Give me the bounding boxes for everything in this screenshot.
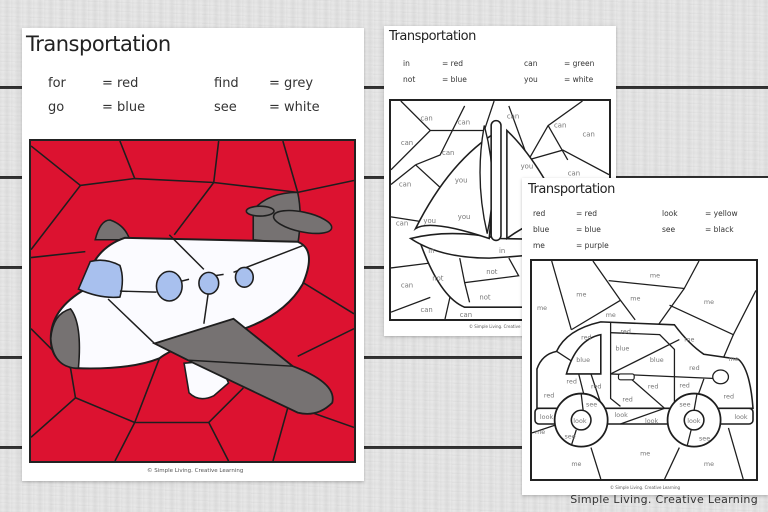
worksheet-airplane: Transportation for = red go = blue find … (22, 28, 364, 481)
copyright-text: © Simple Living. Creative Learning (147, 468, 244, 474)
region-word: see (679, 400, 690, 408)
key-color: = red (576, 209, 597, 218)
region-word: look (573, 417, 587, 425)
region-word: me (537, 304, 547, 312)
key-color: = blue (576, 225, 601, 234)
region-word: red (724, 392, 734, 400)
region-word: blue (616, 344, 630, 352)
key-word: you (524, 75, 538, 84)
region-word: me (650, 272, 660, 280)
region-word: in (499, 247, 505, 255)
key-word: look (662, 209, 678, 218)
region-word: me (606, 311, 616, 319)
key-word: for (48, 76, 66, 91)
region-word: can (507, 113, 519, 121)
region-word: red (591, 383, 601, 391)
region-word: red (620, 328, 630, 336)
key-word: find (214, 76, 239, 91)
region-word: blue (576, 356, 590, 364)
region-word: can (442, 149, 454, 157)
region-word: look (687, 417, 701, 425)
worksheet-title: Transportation (389, 29, 476, 44)
region-word: not (432, 275, 444, 283)
region-word: can (568, 170, 580, 178)
car-picture: me me me me me me me me red red blue blu… (530, 259, 758, 481)
region-word: me (630, 294, 640, 302)
region-word: not (479, 293, 491, 301)
car-illustration: me me me me me me me me red red blue blu… (532, 261, 756, 479)
worksheet-title: Transportation (528, 182, 615, 197)
region-word: red (648, 383, 658, 391)
region-word: blue (650, 356, 664, 364)
key-word: can (524, 59, 538, 68)
key-word: me (533, 241, 545, 250)
key-color: = blue (102, 100, 146, 115)
key-word: blue (533, 225, 550, 234)
region-word: see (564, 433, 575, 441)
region-word: red (679, 382, 689, 390)
region-word: me (576, 290, 586, 298)
key-word: in (403, 59, 410, 68)
region-word: me (535, 428, 545, 436)
worksheet-title: Transportation (26, 32, 171, 56)
region-word: look (645, 417, 659, 425)
copyright-text: © Simple Living. Creative Learning (469, 324, 540, 329)
key-color: = green (564, 59, 595, 68)
brand-watermark: Simple Living. Creative Learning (570, 493, 758, 506)
region-word: red (622, 395, 632, 403)
region-word: look (540, 413, 554, 421)
region-word: you (423, 217, 436, 225)
region-word: me (640, 449, 650, 457)
region-word: can (401, 282, 413, 290)
region-word: you (455, 177, 468, 185)
key-word: see (214, 100, 237, 115)
region-word: red (689, 364, 699, 372)
region-word: look (734, 413, 748, 421)
region-word: you (458, 213, 471, 221)
airplane-illustration (31, 141, 354, 461)
region-word: look (615, 411, 629, 419)
key-color: = white (564, 75, 594, 84)
region-word: can (460, 311, 472, 319)
region-word: can (582, 130, 594, 138)
key-color: = purple (576, 241, 609, 250)
region-word: me (704, 298, 714, 306)
region-word: red (544, 391, 554, 399)
worksheet-car: Transportation red = red blue = blue me … (522, 178, 768, 495)
key-word: see (662, 225, 676, 234)
region-word: can (396, 220, 408, 228)
key-color: = red (442, 59, 463, 68)
region-word: red (581, 334, 591, 342)
key-color: = blue (442, 75, 467, 84)
copyright-text: © Simple Living. Creative Learning (610, 485, 681, 490)
key-color: = black (705, 225, 734, 234)
region-word: you (521, 163, 534, 171)
region-word: me (684, 336, 694, 344)
region-word: see (699, 435, 710, 443)
key-color: = red (102, 76, 139, 91)
key-color: = grey (269, 76, 314, 91)
key-word: not (403, 75, 416, 84)
region-word: can (399, 180, 411, 188)
region-word: red (566, 378, 576, 386)
key-word: go (48, 100, 65, 115)
region-word: can (420, 115, 432, 123)
region-word: can (401, 139, 413, 147)
key-color: = white (269, 100, 320, 115)
region-word: me (571, 460, 581, 468)
region-word: in (428, 247, 434, 255)
region-word: can (554, 122, 566, 130)
region-word: can (458, 119, 470, 127)
region-word: see (586, 400, 597, 408)
region-word: not (486, 268, 498, 276)
airplane-picture (29, 139, 356, 463)
key-color: = yellow (705, 209, 738, 218)
region-word: me (728, 355, 738, 363)
region-word: me (704, 460, 714, 468)
region-word: can (420, 306, 432, 314)
key-word: red (533, 209, 546, 218)
